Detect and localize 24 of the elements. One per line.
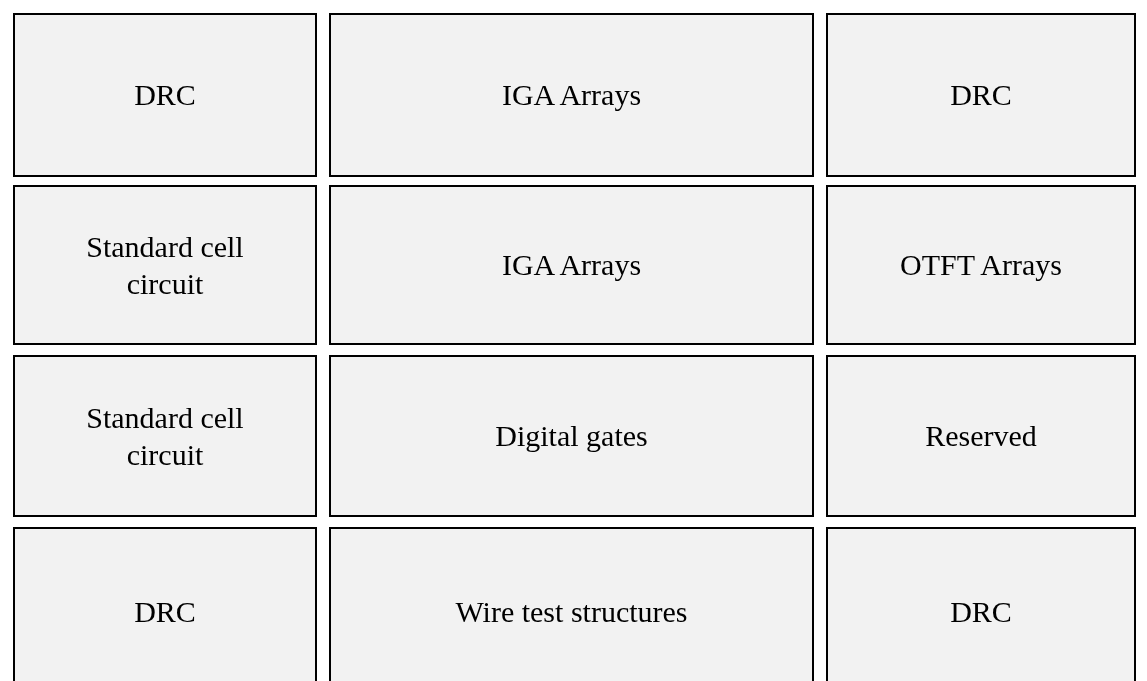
- block-label: IGA Arrays: [501, 77, 642, 114]
- layout-block: [329, 355, 814, 517]
- layout-block: [329, 527, 814, 681]
- block-label: OTFT Arrays: [900, 247, 1062, 284]
- block-label: Reserved: [925, 418, 1037, 455]
- layout-block: [329, 13, 814, 177]
- layout-block: [826, 13, 1136, 177]
- layout-block: [826, 527, 1136, 681]
- layout-block: [826, 355, 1136, 517]
- block-label: DRC: [134, 594, 196, 631]
- block-label: Standard cell circuit: [85, 228, 245, 302]
- block-label: DRC: [950, 77, 1012, 114]
- layout-block: [826, 185, 1136, 345]
- layout-block: [13, 355, 317, 517]
- layout-block: [13, 527, 317, 681]
- layout-block: [329, 185, 814, 345]
- layout-block: [13, 13, 317, 177]
- block-label: DRC: [134, 77, 196, 114]
- layout-block: [13, 185, 317, 345]
- block-label: DRC: [950, 594, 1012, 631]
- block-label: IGA Arrays: [501, 247, 642, 284]
- block-label: Standard cell circuit: [85, 399, 245, 473]
- block-label: Digital gates: [495, 418, 648, 455]
- block-label: Wire test structures: [455, 594, 688, 631]
